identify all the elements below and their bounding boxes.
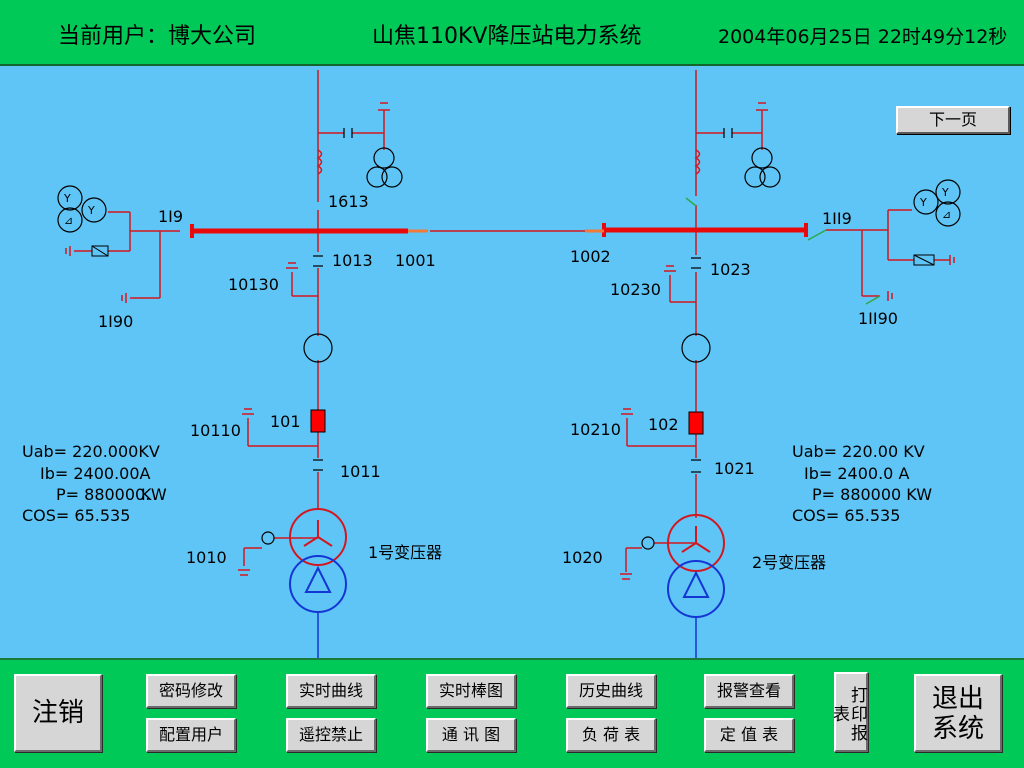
- left-p: P= 880000.: [56, 485, 150, 504]
- footer-toolbar: 注销 密码修改 配置用户 实时曲线 遥控禁止 实时棒图 通 讯 图 历史曲线 负…: [0, 658, 1024, 768]
- right-uab: Uab= 220.00 KV: [792, 442, 925, 461]
- svg-text:Y: Y: [919, 196, 927, 209]
- left-uab: Uab= 220.000KV: [22, 442, 160, 461]
- label-10210: 10210: [570, 420, 621, 439]
- label-10230: 10230: [610, 280, 661, 299]
- realtime-bar-button[interactable]: 实时棒图: [426, 674, 516, 708]
- label-101: 101: [270, 412, 301, 431]
- left-cos: COS= 65.535: [22, 506, 130, 525]
- svg-text:Y: Y: [87, 204, 95, 217]
- transformer-2[interactable]: [667, 514, 725, 658]
- single-line-diagram: Y ⊿ Y Y Y ⊿: [22, 70, 961, 658]
- right-cos: COS= 65.535: [792, 506, 900, 525]
- left-ib: Ib= 2400.00A: [40, 464, 151, 483]
- label-10130: 10130: [228, 275, 279, 294]
- diagram-panel: Y ⊿ Y Y Y ⊿: [0, 66, 1024, 658]
- logout-button[interactable]: 注销: [14, 674, 102, 752]
- label-1021: 1021: [714, 459, 755, 478]
- realtime-curve-button[interactable]: 实时曲线: [286, 674, 376, 708]
- svg-text:Y: Y: [63, 192, 71, 205]
- right-ib: Ib= 2400.0 A: [804, 464, 909, 483]
- right-p: P= 880000 KW: [812, 485, 932, 504]
- label-1II9: 1II9: [822, 209, 852, 228]
- change-password-button[interactable]: 密码修改: [146, 674, 236, 708]
- comm-diagram-button[interactable]: 通 讯 图: [426, 718, 516, 752]
- svg-text:⊿: ⊿: [64, 214, 73, 227]
- svg-text:⊿: ⊿: [942, 208, 951, 221]
- svg-text:Y: Y: [941, 186, 949, 199]
- label-1I90: 1I90: [98, 312, 133, 331]
- left-p-unit: KW: [141, 485, 167, 504]
- transformer-1-label: 1号变压器: [368, 543, 442, 562]
- setting-table-button[interactable]: 定 值 表: [704, 718, 794, 752]
- exit-system-button[interactable]: 退出系统: [914, 674, 1002, 752]
- label-1002: 1002: [570, 247, 611, 266]
- label-1013: 1013: [332, 251, 373, 270]
- label-1II90: 1II90: [858, 309, 898, 328]
- label-1613: 1613: [328, 192, 369, 211]
- label-1023: 1023: [710, 260, 751, 279]
- config-user-button[interactable]: 配置用户: [146, 718, 236, 752]
- system-title: 山焦110KV降压站电力系统: [372, 24, 642, 49]
- history-curve-button[interactable]: 历史曲线: [566, 674, 656, 708]
- alarm-view-button[interactable]: 报警查看: [704, 674, 794, 708]
- label-102: 102: [648, 415, 679, 434]
- transformer-2-label: 2号变压器: [752, 553, 826, 572]
- label-1I9: 1I9: [158, 207, 183, 226]
- label-1001: 1001: [395, 251, 436, 270]
- transformer-1[interactable]: [289, 508, 347, 658]
- label-1010: 1010: [186, 548, 227, 567]
- header-bar: 当前用户：博大公司 山焦110KV降压站电力系统 2004年06月25日 22时…: [0, 0, 1024, 66]
- next-page-button[interactable]: 下一页: [896, 106, 1010, 134]
- label-1020: 1020: [562, 548, 603, 567]
- print-report-button[interactable]: 打印报表: [829, 672, 868, 752]
- current-user: 当前用户：博大公司: [58, 24, 257, 49]
- datetime-display: 2004年06月25日 22时49分12秒: [718, 26, 1008, 48]
- breaker-102[interactable]: [688, 411, 704, 435]
- label-1011: 1011: [340, 462, 381, 481]
- remote-control-off-button[interactable]: 遥控禁止: [286, 718, 376, 752]
- load-table-button[interactable]: 负 荷 表: [566, 718, 656, 752]
- breaker-101[interactable]: [310, 409, 326, 433]
- label-10110: 10110: [190, 421, 241, 440]
